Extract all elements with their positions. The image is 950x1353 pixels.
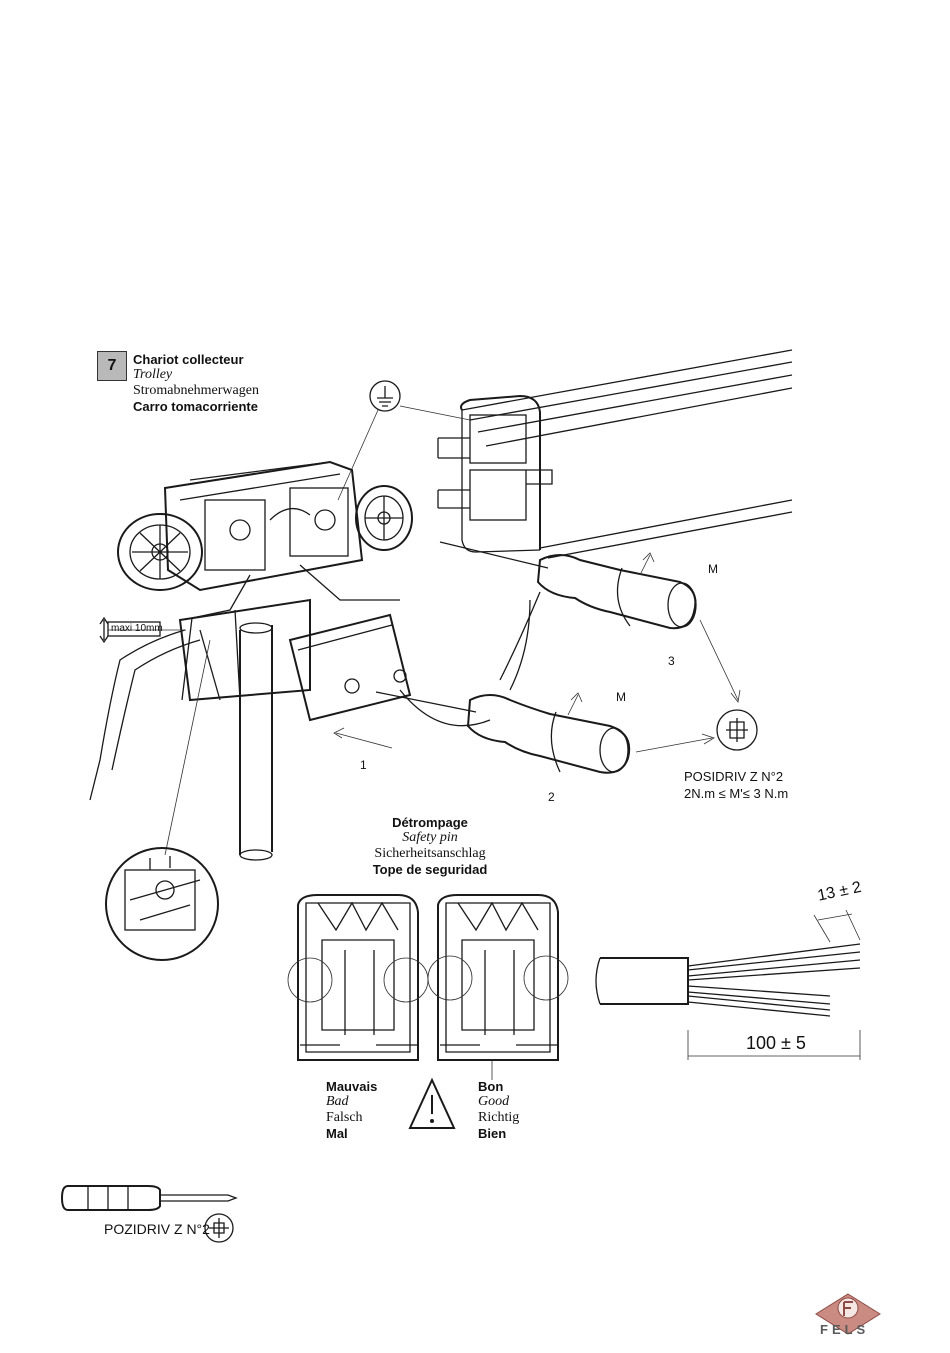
good-de: Richtig: [478, 1110, 519, 1126]
title-de: Stromabnehmerwagen: [133, 383, 259, 399]
warning-triangle-icon: [410, 1080, 454, 1128]
step-number-badge: 7: [97, 351, 127, 381]
title-en: Trolley: [133, 367, 259, 383]
safety-fr: Détrompage: [325, 815, 535, 830]
step-callout-1: 1: [360, 758, 367, 772]
good-fr: Bon: [478, 1079, 519, 1094]
bad-de: Falsch: [326, 1110, 377, 1126]
pozidriv-symbol-icon: [717, 710, 757, 750]
profile-good: [428, 895, 568, 1080]
bad-es: Mal: [326, 1126, 377, 1141]
step-callout-2: 2: [548, 790, 555, 804]
safety-de: Sicherheitsanschlag: [325, 846, 535, 862]
zoom-detail: [106, 848, 218, 960]
cable-diagram: [596, 910, 860, 1060]
step-callout-3: 3: [668, 654, 675, 668]
profile-bad: [288, 895, 428, 1060]
torque-label-lower: M: [616, 690, 626, 704]
good-labels: Bon Good Richtig Bien: [478, 1079, 519, 1141]
safety-es: Tope de seguridad: [325, 862, 535, 877]
safety-pin-titles: Détrompage Safety pin Sicherheitsanschla…: [325, 815, 535, 877]
screwdriver-upper: [440, 542, 696, 628]
trolley-body: [90, 462, 540, 860]
ground-symbol-icon: [338, 381, 400, 500]
rail-profile: [400, 350, 792, 558]
safety-en: Safety pin: [325, 830, 535, 846]
tool-label: POZIDRIV Z N°2: [104, 1221, 210, 1237]
step-titles: Chariot collecteur Trolley Stromabnehmer…: [133, 352, 259, 414]
torque-label-upper: M: [708, 562, 718, 576]
cable-length-dimension: 100 ± 5: [746, 1033, 806, 1054]
logo-text: FELS: [820, 1322, 869, 1337]
bad-en: Bad: [326, 1094, 377, 1110]
bad-fr: Mauvais: [326, 1079, 377, 1094]
good-es: Bien: [478, 1126, 519, 1141]
good-en: Good: [478, 1094, 519, 1110]
bad-labels: Mauvais Bad Falsch Mal: [326, 1079, 377, 1141]
torque-spec-range: 2N.m ≤ M'≤ 3 N.m: [684, 785, 788, 802]
torque-spec-tool: POSIDRIV Z N°2: [684, 768, 788, 785]
title-es: Carro tomacorriente: [133, 399, 259, 414]
screwdriver-lower: [376, 692, 629, 773]
max-gap-label: maxi 10mm: [111, 623, 163, 634]
torque-spec: POSIDRIV Z N°2 2N.m ≤ M'≤ 3 N.m: [684, 768, 788, 802]
title-fr: Chariot collecteur: [133, 352, 259, 367]
